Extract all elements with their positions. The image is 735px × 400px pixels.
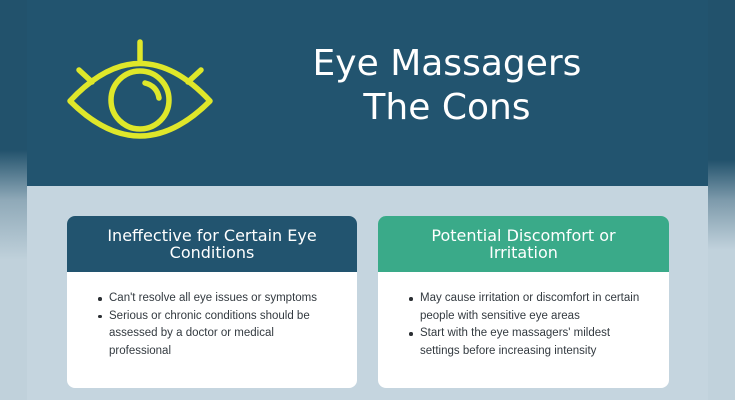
- list-item: Start with the eye massagers' mildest se…: [409, 325, 651, 360]
- card-body: Can't resolve all eye issues or symptoms…: [67, 272, 357, 360]
- page-title: Eye Massagers The Cons: [257, 42, 637, 130]
- list-item: Can't resolve all eye issues or symptoms: [98, 290, 339, 308]
- hero-banner: Eye Massagers The Cons: [27, 0, 708, 186]
- card-title: Ineffective for Certain Eye Conditions: [67, 216, 357, 272]
- blurred-backdrop-right: [708, 0, 735, 400]
- card-body: May cause irritation or discomfort in ce…: [378, 272, 669, 360]
- con-card-ineffective: Ineffective for Certain Eye Conditions C…: [67, 216, 357, 388]
- card-title: Potential Discomfort or Irritation: [378, 216, 669, 272]
- title-line-2: The Cons: [363, 87, 531, 128]
- blurred-backdrop-left: [0, 0, 27, 400]
- bullet-list: Can't resolve all eye issues or symptoms…: [97, 290, 339, 360]
- con-card-discomfort: Potential Discomfort or Irritation May c…: [378, 216, 669, 388]
- list-item: May cause irritation or discomfort in ce…: [409, 290, 651, 325]
- infographic: Eye Massagers The Cons Ineffective for C…: [27, 0, 708, 400]
- list-item: Serious or chronic conditions should be …: [98, 308, 339, 361]
- bullet-list: May cause irritation or discomfort in ce…: [408, 290, 651, 360]
- eye-icon: [67, 39, 213, 139]
- title-line-1: Eye Massagers: [312, 43, 582, 84]
